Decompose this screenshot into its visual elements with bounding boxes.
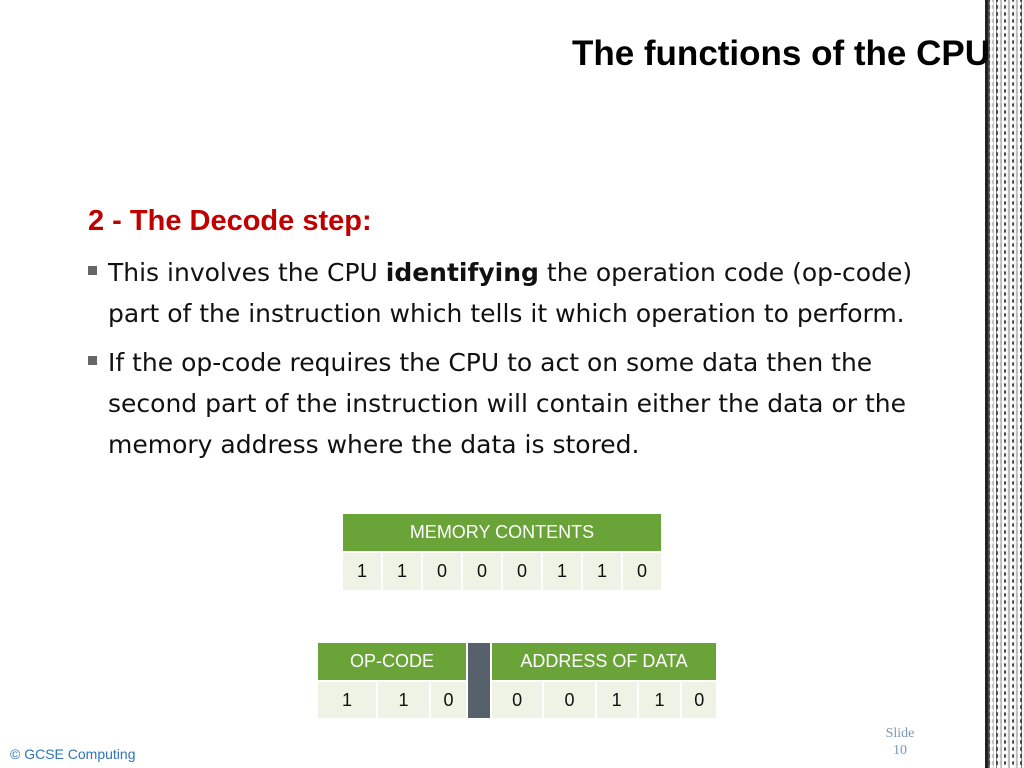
address-header: ADDRESS OF DATA <box>492 643 716 680</box>
table-separator <box>468 643 490 718</box>
memory-bit-cell: 1 <box>343 553 381 590</box>
memory-bit-cell: 1 <box>583 553 621 590</box>
table-row: 1 1 0 0 0 1 1 0 <box>318 682 716 718</box>
memory-contents-header: MEMORY CONTENTS <box>343 514 661 551</box>
slide-number-value: 10 <box>893 743 907 758</box>
opcode-bit-cell: 1 <box>378 682 429 718</box>
memory-bit-cell: 1 <box>383 553 421 590</box>
memory-bit-cell: 0 <box>423 553 461 590</box>
memory-bit-cell: 0 <box>623 553 661 590</box>
slide-number: Slide 10 <box>870 725 930 759</box>
memory-bit-cell: 0 <box>503 553 541 590</box>
bullet-list: This involves the CPU identifying the op… <box>86 252 921 473</box>
address-bit-cell: 0 <box>544 682 595 718</box>
bullet-text-post: the operation code (op-code) part of the… <box>108 258 913 328</box>
decorative-side-border <box>985 0 1024 768</box>
bullet-text-bold: identifying <box>385 258 539 287</box>
copyright-footer: © GCSE Computing <box>10 746 136 762</box>
opcode-header: OP-CODE <box>318 643 466 680</box>
address-bit-cell: 1 <box>638 682 681 718</box>
bullet-item: If the op-code requires the CPU to act o… <box>86 342 921 465</box>
opcode-bit-cell: 0 <box>431 682 466 718</box>
bullet-item: This involves the CPU identifying the op… <box>86 252 921 334</box>
square-bullet-icon <box>88 356 97 365</box>
address-bit-cell: 1 <box>596 682 637 718</box>
decode-table: OP-CODE ADDRESS OF DATA 1 1 0 0 0 1 1 0 <box>316 641 718 720</box>
memory-bit-cell: 0 <box>463 553 501 590</box>
bullet-text: If the op-code requires the CPU to act o… <box>108 348 906 459</box>
slide-title: The functions of the CPU <box>571 34 990 73</box>
bullet-text-pre: This involves the CPU <box>108 258 386 287</box>
section-heading: 2 - The Decode step: <box>88 205 372 237</box>
opcode-bit-cell: 1 <box>318 682 376 718</box>
address-bit-cell: 0 <box>682 682 716 718</box>
memory-bit-cell: 1 <box>543 553 581 590</box>
table-row: 1 1 0 0 0 1 1 0 <box>343 553 661 590</box>
slide-label: Slide <box>885 726 915 741</box>
address-bit-cell: 0 <box>492 682 543 718</box>
memory-contents-table: MEMORY CONTENTS 1 1 0 0 0 1 1 0 <box>341 512 663 592</box>
square-bullet-icon <box>88 266 97 275</box>
